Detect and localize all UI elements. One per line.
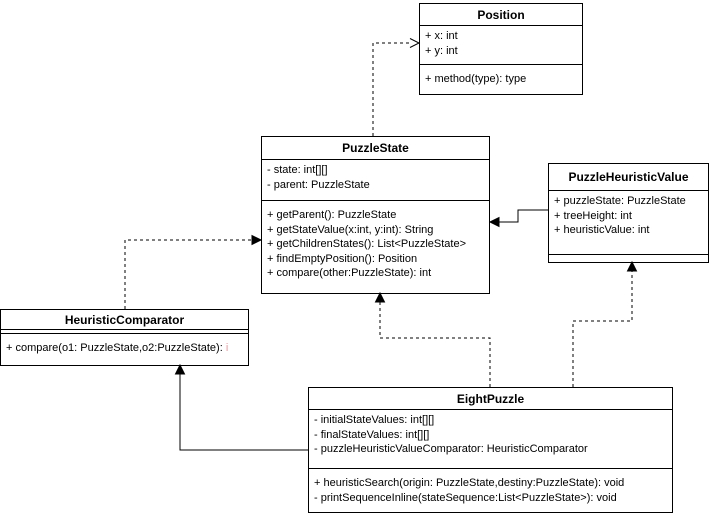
class-position[interactable]: Position + x: int + y: int + method(type): … [419, 3, 583, 95]
methods-compartment-eight-puzzle: + heuristicSearch(origin: PuzzleState,de… [309, 469, 672, 512]
heuristiccomparator-to-puzzlestate-line[interactable] [124, 239, 253, 309]
puzzlestate-to-position-line[interactable] [372, 42, 410, 136]
puzzlestate-to-position-arrowhead-icon [409, 38, 421, 48]
puzzleheuristicvalue-to-puzzlestate-arrowhead-icon [488, 216, 500, 228]
eightpuzzle-to-heuristiccomparator-line[interactable] [179, 374, 308, 451]
method-line: + getStateValue(x:int, y:int): String [262, 223, 489, 238]
attributes-compartment-heuristic-comparator [1, 330, 248, 334]
class-title-puzzle-state: PuzzleState [262, 137, 489, 160]
class-eight-puzzle[interactable]: EightPuzzle- initialStateValues: int[][]… [308, 387, 673, 513]
method-text: + getStateValue(x:int, y:int): String [267, 223, 434, 236]
attribute-line: - finalStateValues: int[][] [314, 428, 430, 441]
attribute-line: - parent: PuzzleState [267, 178, 370, 191]
method-line: + findEmptyPosition(): Position [262, 252, 489, 267]
eightpuzzle-to-heuristiccomparator-arrowhead-icon [174, 363, 186, 375]
method-line: + getChildrenStates(): List<PuzzleState> [262, 237, 489, 252]
method-line: + heuristicSearch(origin: PuzzleState,de… [309, 476, 672, 491]
attribute-line: + heuristicValue: int [554, 224, 650, 236]
method-line: + method(type): type [420, 72, 582, 87]
attributes-compartment-puzzle-heuristic-value: + puzzleState: PuzzleState + treeHeight: … [549, 191, 708, 255]
attribute-line: - state: int[][] [267, 164, 328, 176]
class-heuristic-comparator[interactable]: HeuristicComparator + compare(o1: PuzzleS… [0, 309, 249, 366]
attributes-compartment-position: + x: int + y: int [420, 26, 582, 65]
class-title-heuristic-comparator: HeuristicComparator [1, 310, 248, 330]
heuristiccomparator-to-puzzlestate-arrowhead-icon [251, 234, 263, 246]
eightpuzzle-to-puzzlestate-line[interactable] [379, 302, 491, 387]
eightpuzzle-to-puzzlestate-arrowhead-icon [374, 291, 386, 303]
class-title-position: Position [420, 4, 582, 26]
method-text: + method(type): type [425, 73, 527, 85]
attribute-line: + x: int [425, 30, 458, 42]
method-text: + compare(other:PuzzleState): int [267, 267, 432, 279]
eightpuzzle-to-puzzleheuristicvalue-arrowhead-icon [626, 260, 638, 272]
attributes-compartment-eight-puzzle: - initialStateValues: int[][] - finalStat… [309, 410, 672, 469]
class-title-eight-puzzle: EightPuzzle [309, 388, 672, 410]
methods-compartment-puzzle-heuristic-value [549, 255, 708, 262]
method-text: + compare(o1: PuzzleState,o2:PuzzleState… [6, 342, 226, 354]
method-text: - printSequenceInline(stateSequence:List… [314, 491, 617, 504]
attributes-compartment-puzzle-state: - state: int[][] - parent: PuzzleState [262, 160, 489, 201]
attribute-line: + y: int [425, 44, 458, 57]
method-text: + findEmptyPosition(): Position [267, 252, 418, 265]
attribute-line: - puzzleHeuristicValueComparator: Heuris… [314, 443, 588, 455]
puzzleheuristicvalue-to-puzzlestate-line[interactable] [498, 209, 548, 223]
method-text: + heuristicSearch(origin: PuzzleState,de… [314, 477, 625, 489]
class-puzzle-heuristic-value[interactable]: PuzzleHeuristicValue+ puzzleState: Puzzl… [548, 163, 709, 263]
method-line: + getParent(): PuzzleState [262, 208, 489, 223]
class-title-puzzle-heuristic-value: PuzzleHeuristicValue [549, 164, 708, 191]
method-text: + getParent(): PuzzleState [267, 209, 397, 221]
methods-compartment-heuristic-comparator: + compare(o1: PuzzleState,o2:PuzzleState… [1, 334, 248, 365]
method-text: + getChildrenStates(): List<PuzzleState> [267, 238, 467, 250]
class-puzzle-state[interactable]: PuzzleState - state: int[][] - parent: Puz… [261, 136, 490, 294]
attribute-line: + puzzleState: PuzzleState [554, 195, 686, 207]
methods-compartment-position: + method(type): type [420, 65, 582, 94]
method-line: + compare(o1: PuzzleState,o2:PuzzleState… [1, 341, 248, 356]
attribute-line: + treeHeight: int [554, 209, 632, 222]
eightpuzzle-to-puzzleheuristicvalue-line[interactable] [572, 271, 633, 387]
methods-compartment-puzzle-state: + getParent(): PuzzleState + getStateValu… [262, 201, 489, 293]
method-line: - printSequenceInline(stateSequence:List… [309, 491, 672, 506]
truncated-return-type: i [225, 342, 229, 354]
attribute-line: - initialStateValues: int[][] [314, 414, 435, 426]
method-line: + compare(other:PuzzleState): int [262, 266, 489, 281]
